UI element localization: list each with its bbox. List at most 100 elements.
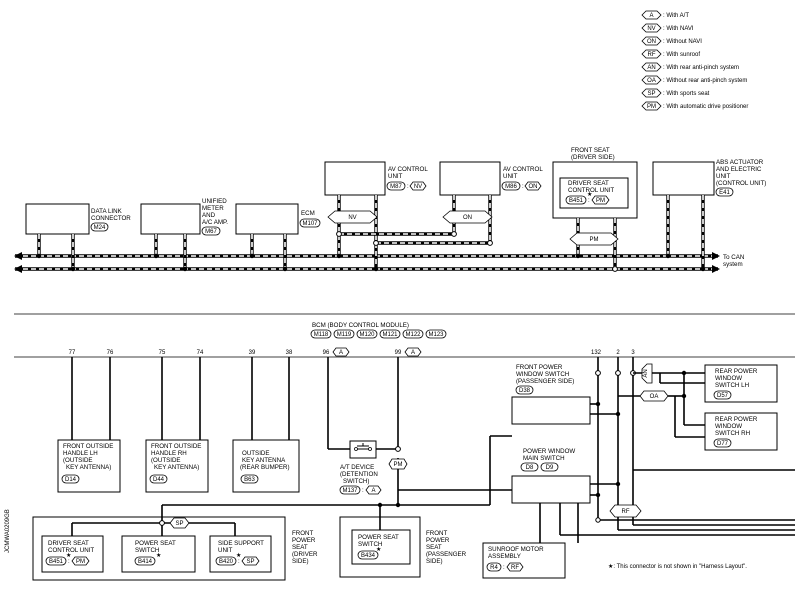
- svg-text:M119: M119: [337, 332, 352, 338]
- svg-text:NV: NV: [414, 184, 422, 190]
- svg-text:SP: SP: [246, 559, 254, 565]
- svg-text:FRONT SEAT: FRONT SEAT: [571, 147, 610, 154]
- svg-text:DRIVER SEAT: DRIVER SEAT: [568, 180, 609, 187]
- svg-text:METER: METER: [202, 205, 224, 212]
- svg-text:CONTROL UNIT: CONTROL UNIT: [48, 547, 94, 554]
- svg-text:PM: PM: [394, 462, 403, 468]
- svg-text:: Without rear anti-pinch syst: : Without rear anti-pinch system: [663, 78, 747, 84]
- svg-text:: With sports seat: : With sports seat: [663, 91, 710, 97]
- svg-text:SP: SP: [647, 91, 655, 97]
- legend-item-pm: PM : With automatic drive positioner: [641, 101, 748, 111]
- svg-text:FRONT OUTSIDE: FRONT OUTSIDE: [63, 443, 113, 450]
- svg-text::: :: [68, 559, 70, 565]
- svg-text:ON: ON: [529, 184, 538, 190]
- svg-text:KEY ANTENNA): KEY ANTENNA): [66, 464, 111, 471]
- svg-text:HANDLE LH: HANDLE LH: [63, 450, 98, 457]
- footnote: ★: This connector is not shown in "Harne…: [608, 563, 747, 570]
- on-option-hex: [442, 210, 493, 224]
- svg-text:AND: AND: [202, 212, 216, 219]
- svg-text:M24: M24: [94, 225, 106, 231]
- svg-text:39: 39: [249, 350, 256, 356]
- svg-text::: :: [503, 565, 505, 571]
- svg-text:UNIT: UNIT: [218, 547, 233, 554]
- svg-text::: :: [522, 184, 524, 190]
- svg-text:75: 75: [159, 350, 166, 356]
- svg-text:FRONT: FRONT: [292, 530, 314, 537]
- svg-text:D14: D14: [65, 477, 77, 483]
- svg-text:99: 99: [395, 350, 402, 356]
- svg-text:WINDOW SWITCH: WINDOW SWITCH: [516, 371, 569, 378]
- legend-item-sp: SP : With sports seat: [641, 88, 710, 98]
- svg-text:FRONT OUTSIDE: FRONT OUTSIDE: [151, 443, 201, 450]
- svg-text:UNIFIED: UNIFIED: [202, 198, 227, 205]
- svg-text:A: A: [339, 350, 343, 356]
- svg-text:B420: B420: [219, 559, 234, 565]
- svg-text:CONTROL UNIT: CONTROL UNIT: [568, 187, 614, 194]
- svg-text:REAR POWER: REAR POWER: [715, 368, 758, 375]
- ecm-box: [235, 203, 299, 235]
- svg-text:D57: D57: [717, 393, 729, 399]
- svg-text:UNIT: UNIT: [503, 173, 518, 180]
- legend-item-an: AN : With rear anti-pinch system: [641, 62, 739, 72]
- svg-text:M67: M67: [205, 229, 217, 235]
- svg-text:SWITCH RH: SWITCH RH: [715, 430, 750, 437]
- svg-text:SIDE): SIDE): [292, 558, 309, 565]
- can-section: NV ON PM DATA LINK CONNECTOR M24 UNIFIED: [14, 147, 766, 273]
- svg-text:M118: M118: [314, 332, 329, 338]
- svg-text:D44: D44: [153, 477, 165, 483]
- legend: A : With A/T NV : With NAVI ON : Without…: [641, 10, 748, 111]
- legend-item-on: ON : Without NAVI: [641, 36, 702, 46]
- bcm-header: BCM (BODY CONTROL MODULE) M118 M119 M120…: [310, 322, 447, 339]
- svg-text:ABS ACTUATOR: ABS ACTUATOR: [716, 159, 764, 166]
- svg-text:FRONT POWER: FRONT POWER: [516, 364, 563, 371]
- svg-text:(REAR BUMPER): (REAR BUMPER): [240, 464, 290, 471]
- svg-text:(OUTSIDE: (OUTSIDE: [151, 457, 181, 464]
- svg-text:AV CONTROL: AV CONTROL: [503, 166, 543, 173]
- svg-text:(PASSENGER: (PASSENGER: [426, 551, 467, 558]
- svg-text:SP: SP: [175, 521, 183, 527]
- svg-text:: With sunroof: : With sunroof: [663, 52, 700, 58]
- svg-text:M107: M107: [302, 221, 318, 227]
- svg-text:: With A/T: : With A/T: [663, 13, 689, 19]
- svg-text:SWITCH LH: SWITCH LH: [715, 382, 749, 389]
- svg-text:★: ★: [376, 546, 381, 553]
- svg-text:CONNECTOR: CONNECTOR: [91, 215, 131, 222]
- svg-text:E41: E41: [719, 190, 730, 196]
- svg-text:SIDE SUPPORT: SIDE SUPPORT: [218, 540, 264, 547]
- svg-text:B451: B451: [569, 198, 584, 204]
- svg-text:2: 2: [616, 350, 620, 356]
- side-code: JCMWA0209GB: [5, 509, 11, 553]
- svg-text:ASSEMBLY: ASSEMBLY: [488, 553, 521, 560]
- svg-text:To CAN: To CAN: [723, 254, 744, 261]
- svg-text:38: 38: [286, 350, 293, 356]
- svg-text:77: 77: [69, 350, 76, 356]
- svg-text:96: 96: [323, 350, 330, 356]
- svg-text:SIDE): SIDE): [426, 558, 443, 565]
- svg-text::: :: [362, 488, 364, 494]
- svg-text:D8: D8: [526, 465, 534, 471]
- svg-text:: Without NAVI: : Without NAVI: [663, 39, 702, 45]
- svg-text:POWER SEAT: POWER SEAT: [358, 534, 399, 541]
- svg-text:: With automatic drive positio: : With automatic drive positioner: [663, 104, 748, 110]
- svg-text:D77: D77: [717, 441, 729, 447]
- svg-text:RF: RF: [622, 509, 630, 515]
- svg-text:AN: AN: [647, 65, 655, 71]
- svg-text:132: 132: [591, 350, 602, 356]
- svg-text:M121: M121: [382, 332, 398, 338]
- svg-text::: :: [588, 198, 590, 204]
- svg-text:B434: B434: [361, 553, 376, 559]
- svg-text:AV CONTROL: AV CONTROL: [388, 166, 428, 173]
- legend-item-oa: OA : Without rear anti-pinch system: [641, 75, 747, 85]
- svg-text:KEY ANTENNA: KEY ANTENNA: [242, 457, 286, 464]
- legend-item-rf: RF : With sunroof: [641, 49, 700, 59]
- svg-text:DATA LINK: DATA LINK: [91, 208, 123, 215]
- av-control-unit-nv-box: [324, 161, 386, 196]
- svg-text:A: A: [649, 13, 653, 19]
- svg-text::: :: [238, 559, 240, 565]
- svg-text:BCM (BODY CONTROL MODULE): BCM (BODY CONTROL MODULE): [312, 322, 409, 329]
- svg-text:(PASSENGER SIDE): (PASSENGER SIDE): [516, 378, 574, 385]
- svg-text:MAIN SWITCH: MAIN SWITCH: [523, 455, 565, 462]
- svg-text:SWITCH: SWITCH: [135, 547, 159, 554]
- abs-actuator-box: [652, 161, 715, 196]
